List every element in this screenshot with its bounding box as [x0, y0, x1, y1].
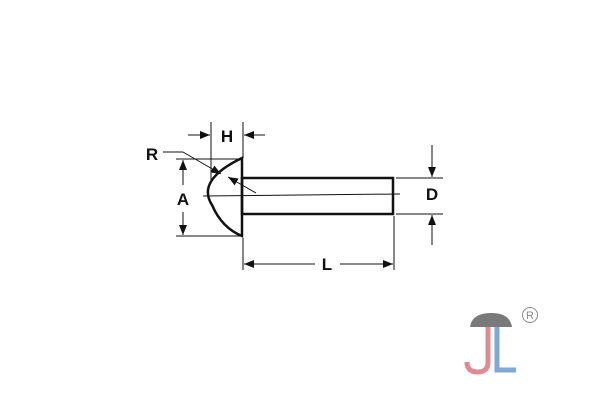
registered-mark-icon: [522, 307, 538, 323]
logo-dome: [470, 313, 512, 327]
r-leader: [163, 151, 257, 194]
centerline: [202, 193, 401, 197]
jl-logo: R: [464, 307, 538, 375]
label-a: A: [177, 190, 189, 209]
label-d: D: [426, 185, 438, 204]
d-dimension: [396, 145, 443, 245]
rivet-shank: [240, 176, 395, 216]
label-h: H: [221, 127, 233, 146]
l-dimension: [242, 216, 395, 270]
label-r: R: [146, 145, 158, 164]
logo-j: [464, 327, 491, 375]
label-l: L: [322, 255, 332, 274]
logo-l: [494, 327, 516, 373]
registered-mark-text: R: [526, 310, 534, 322]
a-dimension: [176, 158, 240, 237]
